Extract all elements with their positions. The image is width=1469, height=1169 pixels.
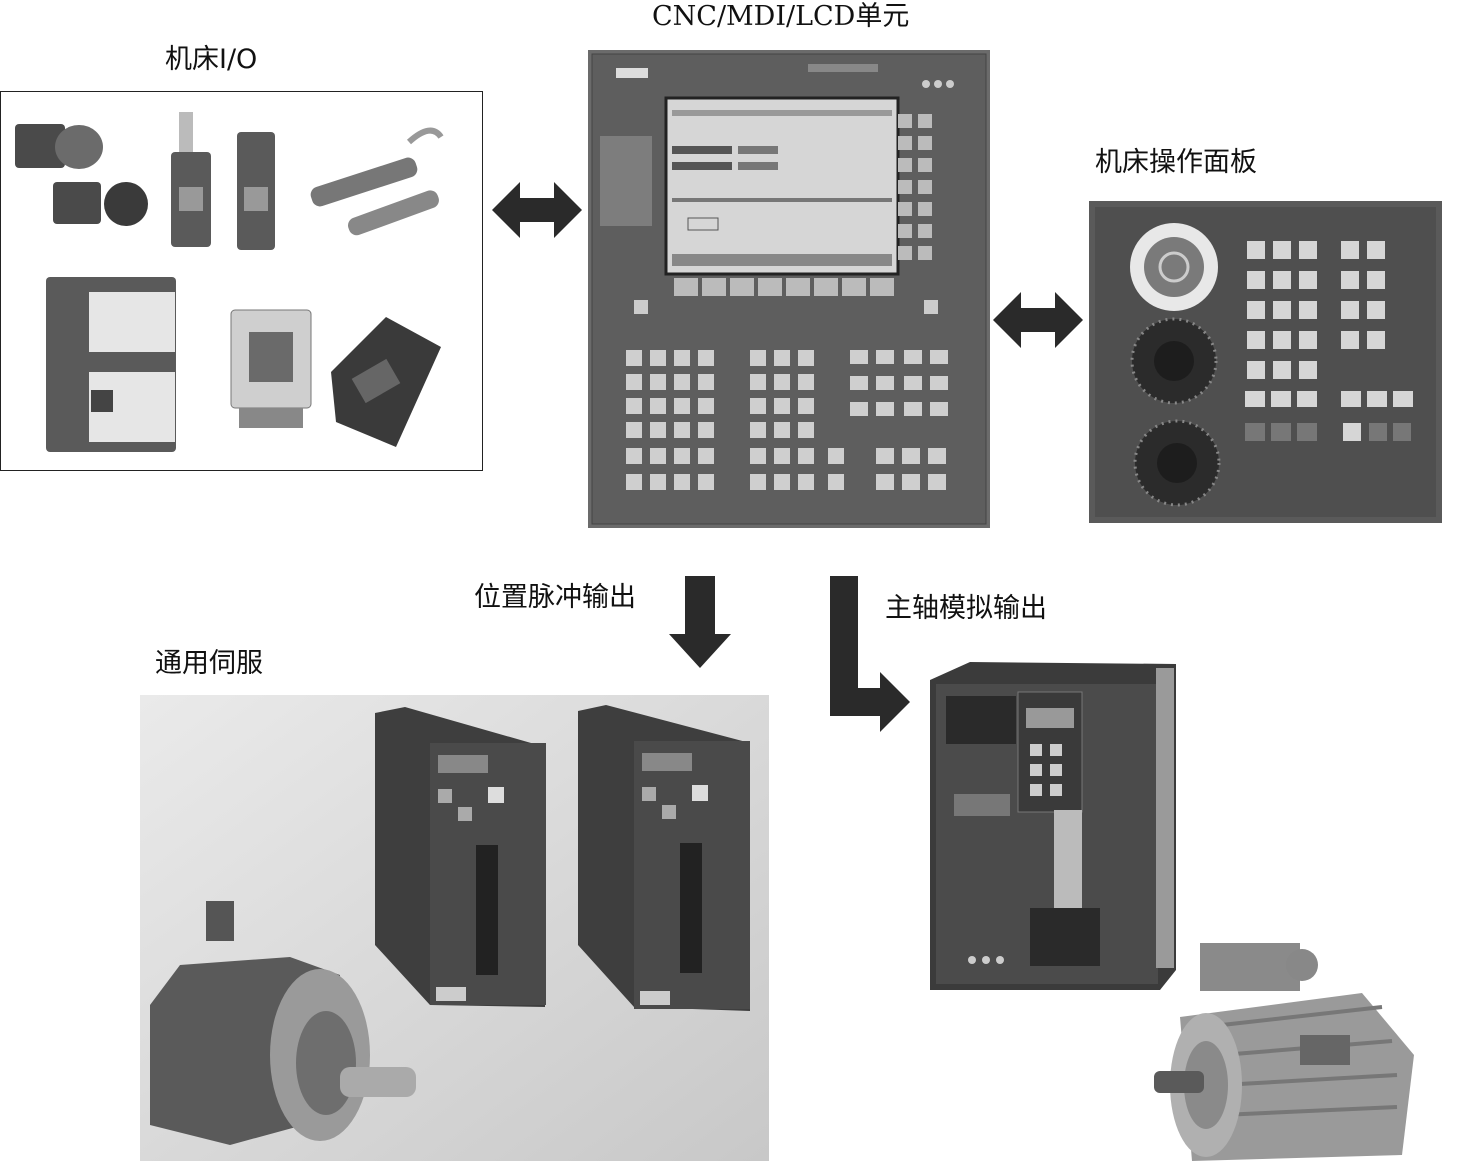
machine-io-label: 机床I/O: [165, 44, 258, 75]
inactive-keys: [1245, 423, 1411, 441]
ac-induction-motor-illustration: [1154, 943, 1414, 1161]
machine-operator-panel: [1089, 201, 1442, 523]
machine-io-components-illustration: [15, 112, 444, 452]
cnc-panel-illustration: [588, 50, 990, 528]
contactor-icon: [46, 277, 176, 452]
spindle-analog-label: 主轴模拟输出: [885, 593, 1047, 624]
lcd-screen-icon: [664, 96, 900, 276]
relay-socket-icon: [331, 317, 441, 447]
general-servo-label: 通用伺服: [155, 648, 263, 679]
push-button-icon: [15, 124, 148, 226]
alphanumeric-keypad: [626, 350, 714, 490]
cursor-keypad: [850, 350, 948, 490]
horizontal-softkeys: [634, 278, 938, 314]
io-cnc-bidirectional-arrow: [492, 178, 582, 242]
spindle-override-knob-icon: [1133, 419, 1221, 507]
limit-switch-icon: [171, 112, 275, 250]
operator-keypad-icon: [1017, 691, 1083, 813]
spindle-inverter-illustration: [930, 662, 1176, 990]
mode-keys: [1245, 241, 1317, 407]
function-keys: [1341, 241, 1413, 441]
servo-drive-icon: [375, 707, 546, 1007]
operator-panel-label: 机床操作面板: [1095, 147, 1257, 178]
spindle-motor: [1152, 935, 1422, 1169]
position-pulse-label: 位置脉冲输出: [474, 582, 636, 613]
machine-io-box: [0, 91, 483, 471]
vertical-softkeys: [898, 114, 932, 260]
servo-drive-icon: [578, 705, 750, 1011]
servo-drive-and-motor-illustration: [140, 695, 769, 1161]
cnc-panel-bidirectional-arrow: [993, 288, 1083, 352]
servo-motor-icon: [150, 901, 416, 1145]
numeric-keypad: [750, 350, 844, 490]
proximity-sensor-icon: [310, 127, 444, 236]
spindle-analog-arrow: [830, 576, 910, 732]
relay-icon: [230, 309, 312, 428]
operator-panel-illustration: [1089, 201, 1442, 523]
spindle-drive-unit: [930, 660, 1180, 990]
feed-override-knob-icon: [1130, 317, 1218, 405]
position-pulse-arrow: [669, 576, 731, 668]
general-servo-photo: [140, 695, 769, 1161]
cnc-unit-label: CNC/MDI/LCD单元: [652, 1, 910, 32]
emergency-stop-icon: [1130, 223, 1218, 311]
cnc-unit: [588, 50, 990, 528]
